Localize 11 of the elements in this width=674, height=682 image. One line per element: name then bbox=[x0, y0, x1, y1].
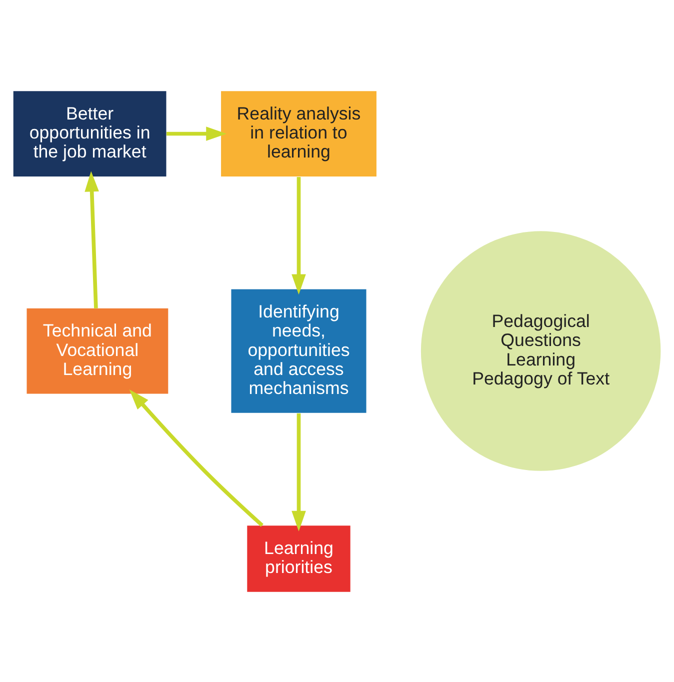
arrow bbox=[166, 126, 227, 140]
arrow bbox=[292, 412, 306, 531]
arrow bbox=[292, 176, 306, 294]
node-box: Better opportunities in the job market bbox=[13, 90, 166, 176]
arrow bbox=[129, 388, 264, 526]
arrow bbox=[84, 170, 99, 308]
node-box: Reality analysis in relation to learning bbox=[221, 90, 376, 176]
node-box: Identifying needs, opportunities and access mechanisms bbox=[231, 288, 366, 412]
node-box: Technical and Vocational Learning bbox=[26, 308, 168, 394]
node-box: Learning priorities bbox=[247, 525, 350, 592]
node-circle: Pedagogical Questions Learning Pedagogy of Text bbox=[420, 230, 661, 470]
